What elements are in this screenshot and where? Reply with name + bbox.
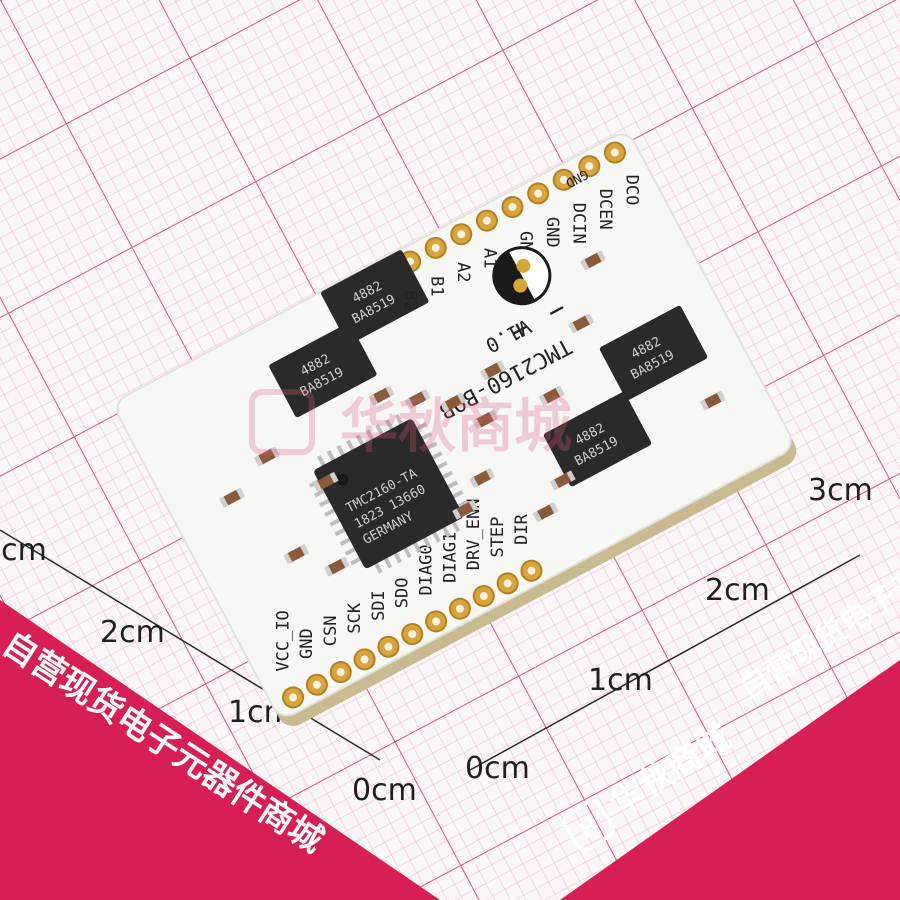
- top-pin-label: B2: [400, 290, 420, 310]
- left-pin-label: SDI: [369, 590, 389, 621]
- ruler-right: 0cm 1cm 2cm 3cm: [465, 473, 873, 786]
- ruler-label-3: 3cm: [808, 473, 873, 508]
- pin-pad: [377, 635, 400, 658]
- pin-pad: [424, 236, 447, 259]
- pin-pad: [401, 623, 424, 646]
- smd-component: [568, 313, 595, 334]
- pin-pad: [450, 223, 473, 246]
- left-pin-label: DIAG1: [440, 532, 460, 583]
- pin-pad: [552, 168, 575, 191]
- pin-pad: [527, 182, 550, 205]
- left-pin-label: STEP: [488, 517, 508, 558]
- left-pin-label: GND: [297, 628, 317, 659]
- top-pin-label: B1: [426, 276, 446, 296]
- pin-pad: [520, 559, 543, 582]
- smd-component: [549, 470, 576, 491]
- smd-component: [532, 502, 559, 523]
- ruler-label-2: 2cm: [705, 573, 770, 608]
- top-pin-labels: B2 B1 A2 A1: [400, 248, 499, 311]
- smd-component: [479, 360, 506, 381]
- right-pin-label: DCEN: [595, 189, 615, 230]
- top-pin-label: A1: [479, 248, 499, 268]
- smd-component: [253, 446, 280, 467]
- pin-pad: [578, 155, 601, 178]
- right-pin-label: GND: [542, 217, 562, 248]
- pin-header-bottom: [282, 559, 543, 709]
- mosfet-3: 4882 BA8519: [543, 392, 652, 487]
- pin-pad: [475, 209, 498, 232]
- ruler-label-1: 1cm: [588, 663, 653, 698]
- pin-pad: [448, 597, 471, 620]
- ruler-label-0: 0cm: [465, 751, 530, 786]
- pin-pad: [496, 572, 519, 595]
- pin-pad: [305, 673, 328, 696]
- top-pin-label: A2: [453, 262, 473, 282]
- right-pin-label: DCIN: [569, 203, 589, 244]
- smd-component: [440, 392, 467, 413]
- smd-component: [580, 250, 606, 271]
- left-pin-label: DRV_ENN: [464, 499, 484, 571]
- pin-pad: [353, 648, 376, 671]
- left-pin-label: VCC_IO: [273, 610, 293, 671]
- left-pin-label: SCK: [345, 602, 365, 633]
- mosfet-2: 4882 BA8519: [321, 250, 429, 345]
- mosfet-4: 4882 BA8519: [599, 305, 708, 400]
- driver-ic: TMC2160-TA 1823 13660 GERMANY: [308, 413, 469, 574]
- smd-component: [469, 467, 496, 489]
- ruler-left-label-0: 0cm: [352, 773, 417, 808]
- smd-component: [323, 556, 350, 577]
- smd-component: [538, 385, 565, 406]
- pin-pad: [329, 661, 352, 684]
- pin-pad: [501, 196, 524, 219]
- pin-pad: [472, 585, 495, 608]
- ruler-left-label-3: 3cm: [0, 533, 47, 568]
- ruler-left-label-2: 2cm: [100, 615, 165, 650]
- left-pin-label: DIAG0: [416, 544, 436, 595]
- mosfet-1: 4882 BA8519: [269, 323, 377, 418]
- passive-components: [219, 250, 726, 577]
- smd-component: [404, 389, 431, 410]
- smd-component: [472, 409, 499, 430]
- smd-component: [452, 499, 479, 520]
- smd-component: [283, 544, 310, 565]
- pin-pad: [425, 610, 448, 633]
- watermark: 华秋商城: [249, 389, 572, 460]
- smd-component: [219, 487, 246, 508]
- left-pin-label: CSN: [321, 616, 341, 647]
- pin-pad: [603, 141, 626, 164]
- left-pin-label: SDO: [393, 578, 413, 609]
- smd-component: [312, 471, 339, 492]
- right-pin-label: DCO: [622, 175, 642, 206]
- smd-component: [368, 385, 395, 406]
- ruler-left: 0cm 1cm 2cm 3cm: [0, 529, 417, 808]
- smd-component: [699, 390, 726, 411]
- watermark-text: 华秋商城: [340, 392, 572, 460]
- left-pin-label: DIR: [512, 513, 532, 544]
- pin-pad: [282, 686, 305, 709]
